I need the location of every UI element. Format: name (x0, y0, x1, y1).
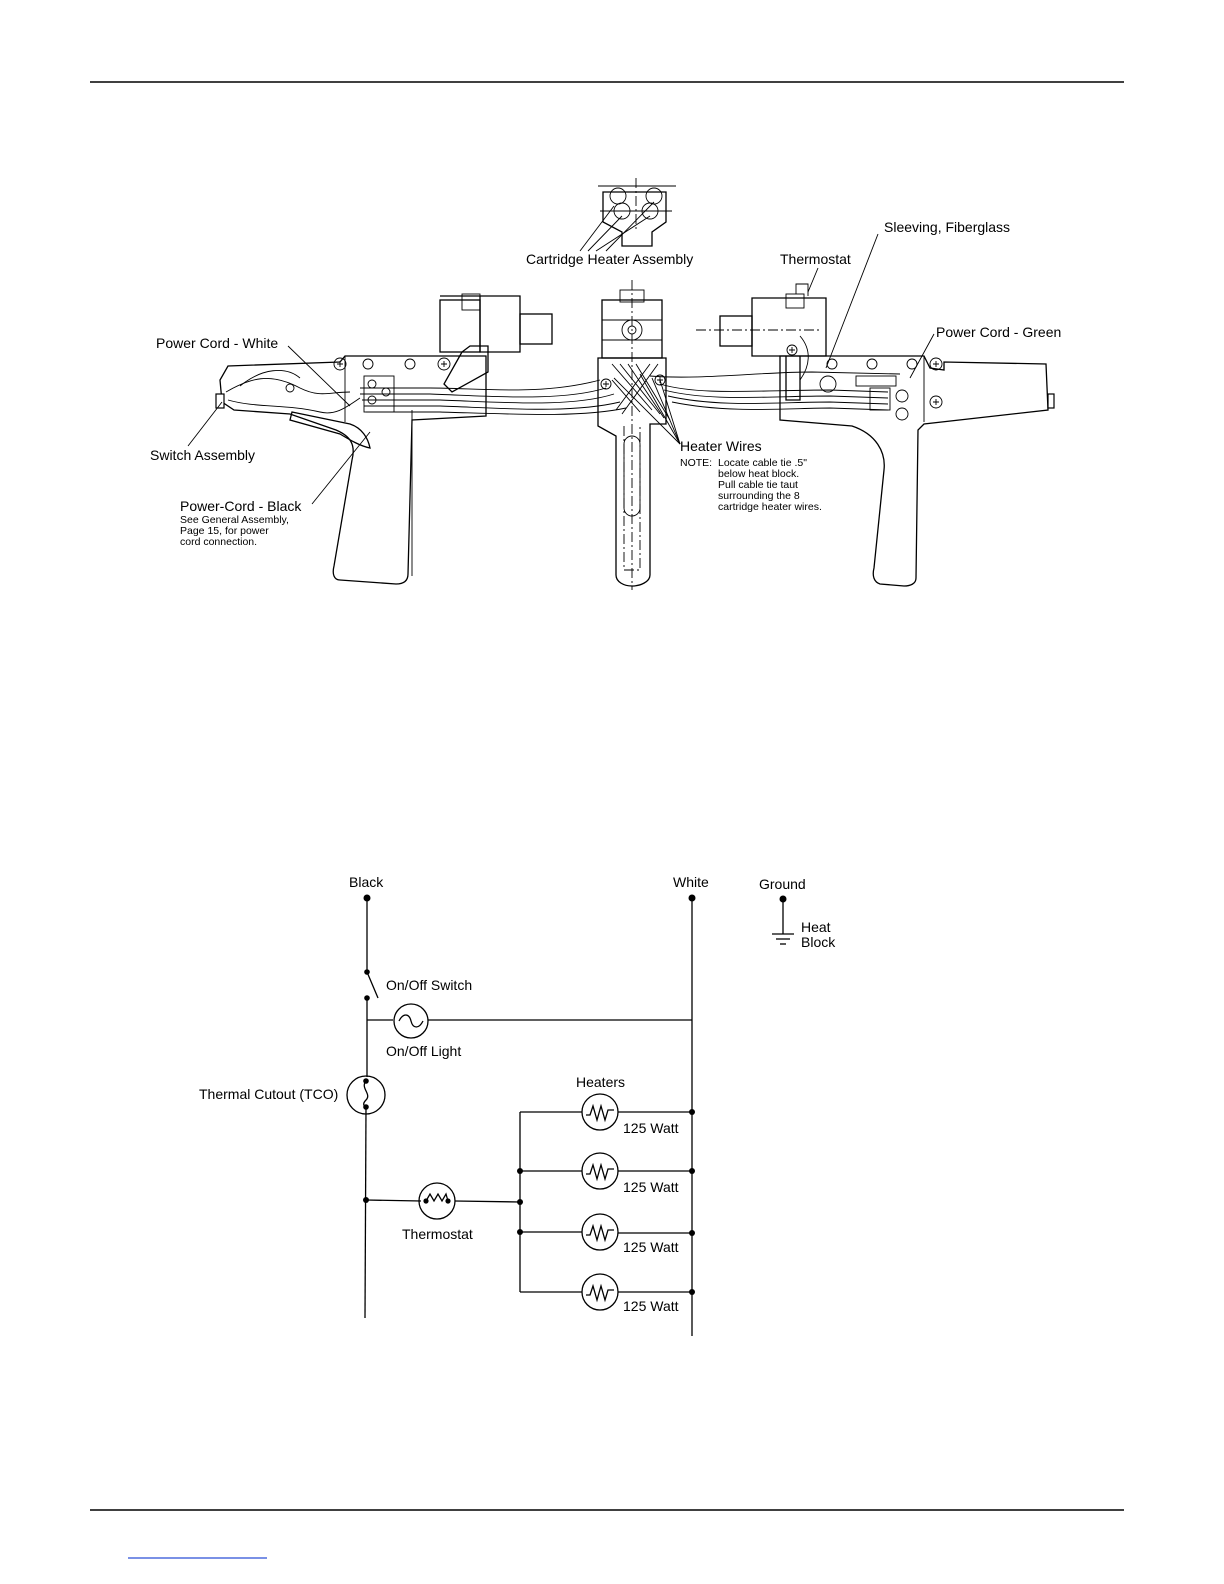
heat-block-label-2: Block (801, 934, 836, 950)
white-terminal-label: White (673, 874, 709, 890)
sleeving-fiberglass-label: Sleeving, Fiberglass (884, 219, 1010, 235)
note-line-1: Locate cable tie .5" (718, 457, 807, 469)
on-off-switch-label: On/Off Switch (386, 977, 472, 993)
cartridge-heater-assembly-label: Cartridge Heater Assembly (526, 251, 693, 267)
heat-block-label-1: Heat (801, 919, 831, 935)
heater-2 (520, 1152, 692, 1190)
heater-3 (520, 1213, 692, 1251)
wiring-schematic: Black White Ground Heat Block On/Off Swi… (199, 874, 836, 1336)
thermostat-label: Thermostat (402, 1226, 473, 1242)
note-line-3: Pull cable tie taut (718, 479, 798, 491)
on-off-light-symbol (393, 1003, 429, 1039)
heater-2-rating: 125 Watt (623, 1179, 679, 1195)
power-cord-black-note-2: Page 15, for power (180, 525, 269, 537)
on-off-light-label: On/Off Light (386, 1043, 461, 1059)
cartridge-heater-detail (579, 178, 676, 252)
heater-wires-label: Heater Wires (680, 438, 762, 454)
power-cord-black-note-1: See General Assembly, (180, 514, 289, 526)
power-cord-black-label: Power-Cord - Black (180, 498, 302, 514)
note-prefix: NOTE: (680, 457, 712, 469)
ground-label: Ground (759, 876, 806, 892)
assembly-drawing: Cartridge Heater Assembly Sleeving, Fibe… (150, 178, 1061, 590)
note-line-2: below heat block. (718, 468, 799, 480)
power-cord-black-note-3: cord connection. (180, 536, 257, 548)
leader-lines (187, 233, 935, 505)
left-gun-body (215, 293, 553, 585)
note-line-5: cartridge heater wires. (718, 501, 822, 513)
note-line-4: surrounding the 8 (718, 490, 800, 502)
right-gun-body (696, 283, 1055, 587)
thermal-cutout-label: Thermal Cutout (TCO) (199, 1086, 338, 1102)
center-gun-body (597, 280, 671, 590)
thermostat-assembly-label: Thermostat (780, 251, 851, 267)
on-off-switch-blade (366, 971, 379, 999)
heater-4 (520, 1273, 692, 1311)
heater-4-rating: 125 Watt (623, 1298, 679, 1314)
black-terminal-label: Black (349, 874, 384, 890)
heater-1 (520, 1093, 692, 1131)
heater-1-rating: 125 Watt (623, 1120, 679, 1136)
power-cord-green-label: Power Cord - Green (936, 324, 1061, 340)
switch-assembly-label: Switch Assembly (150, 447, 255, 463)
wire-bundle (360, 335, 901, 415)
heater-3-rating: 125 Watt (623, 1239, 679, 1255)
power-cord-white-label: Power Cord - White (156, 335, 278, 351)
heaters-label: Heaters (576, 1074, 625, 1090)
ground-symbol (772, 895, 794, 945)
